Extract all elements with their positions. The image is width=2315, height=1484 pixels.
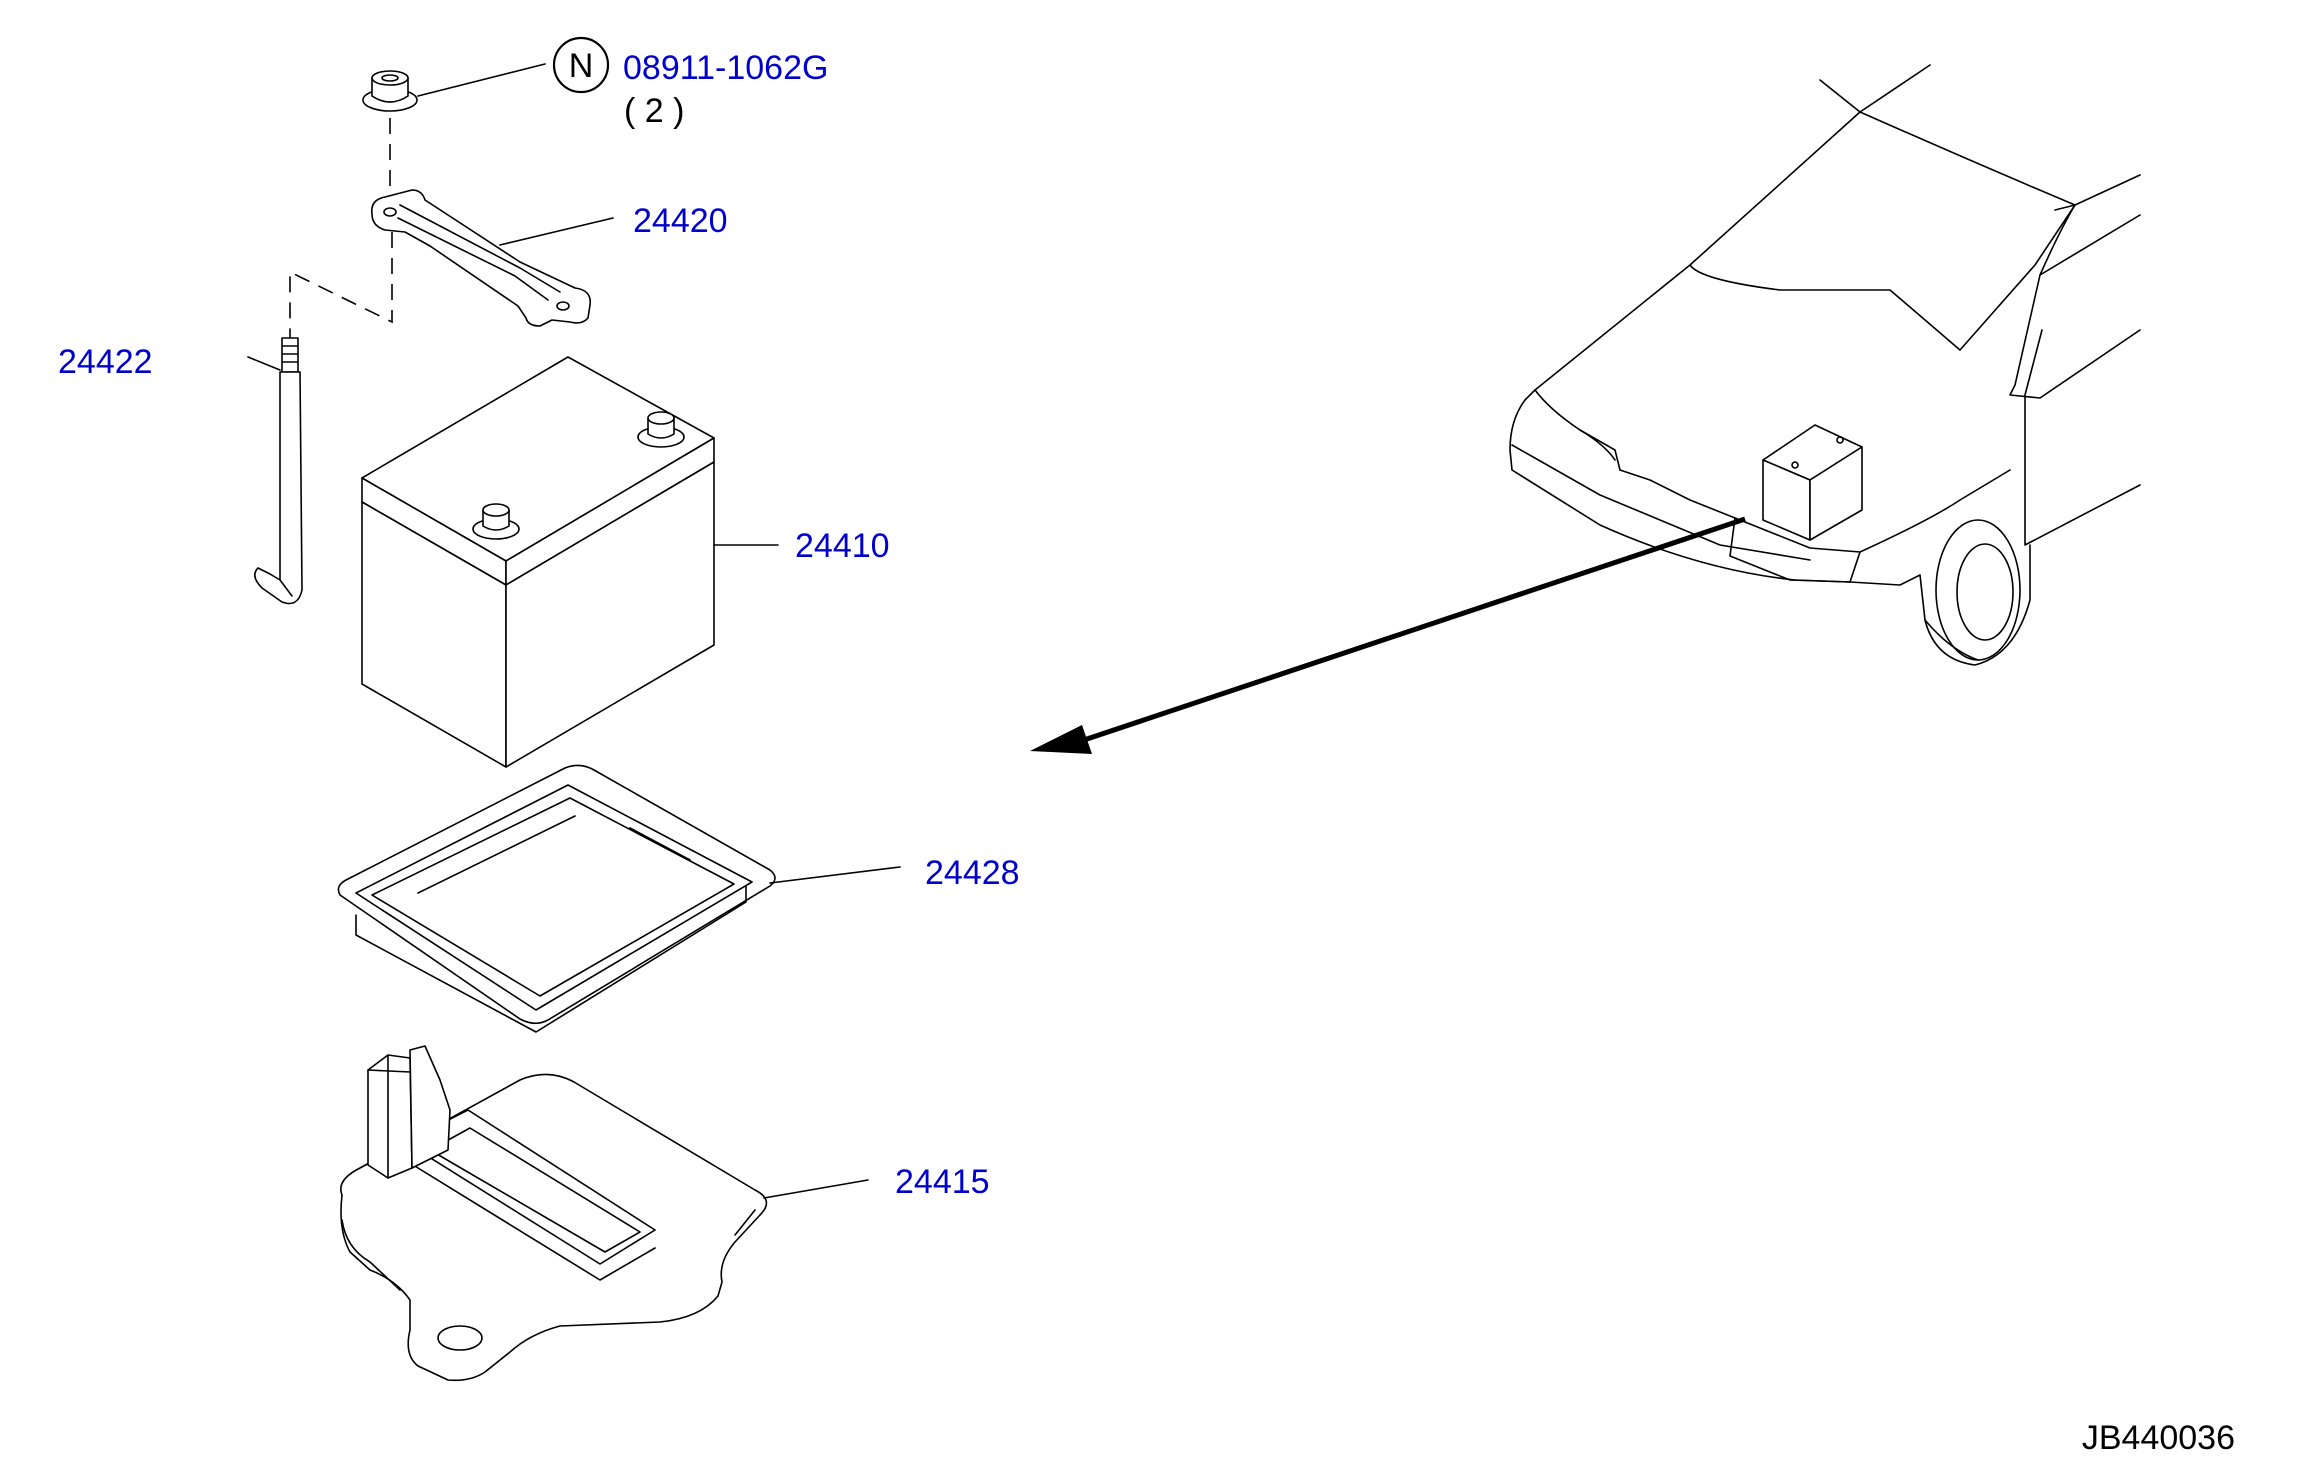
frame-leader-line [499,217,614,246]
callout-battery[interactable]: 24410 [795,527,890,565]
callout-hook-bolt[interactable]: 24422 [58,343,153,381]
callout-nut-quantity: ( 2 ) [624,92,684,130]
drawing-id: JB440036 [2082,1419,2235,1457]
vehicle-location-view [1509,64,2141,666]
new-part-symbol-letter: N [569,47,594,85]
callout-tray[interactable]: 24428 [925,854,1020,892]
callout-hold-down-frame[interactable]: 24420 [633,202,728,240]
battery-terminal-positive [472,503,520,540]
nut-leader-line [417,63,546,97]
battery[interactable] [361,356,715,768]
callout-support[interactable]: 24415 [895,1163,990,1201]
flange-nut[interactable] [362,70,418,112]
hold-down-frame[interactable] [370,189,592,327]
hook-dash-line [289,232,393,340]
battery-terminal-negative [637,411,685,448]
hook-bolt-leader-line [247,356,281,371]
tray-leader-line [769,866,901,884]
hook-bolt[interactable] [254,337,303,605]
new-part-symbol: N [552,36,610,94]
location-arrow [1030,516,1746,754]
callout-nut-part-number[interactable]: 08911-1062G [623,49,828,87]
battery-tray[interactable] [337,764,776,1033]
battery-support[interactable] [340,1045,768,1382]
vehicle-battery-marker [1762,424,1863,541]
support-leader-line [763,1179,869,1199]
